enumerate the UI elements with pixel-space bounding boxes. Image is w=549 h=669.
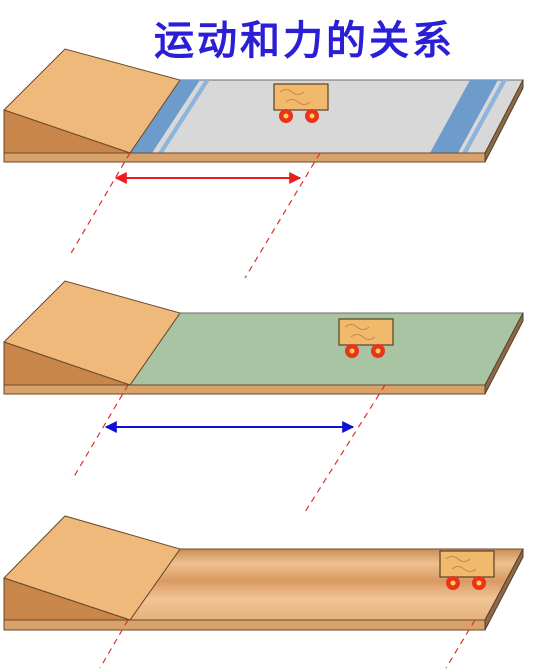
glass-stripe-left: [130, 80, 200, 153]
glass-stripe-right: [430, 80, 498, 153]
guide-line-end: [445, 619, 476, 669]
board-end-edge: [484, 312, 524, 395]
guide-line-start: [71, 384, 129, 481]
panel-cloth-surface: [3, 280, 524, 513]
board-end-edge: [484, 79, 524, 163]
ramp-side: [3, 577, 131, 621]
cart: [439, 550, 495, 590]
glass-stripe-right-thin: [462, 80, 507, 153]
board-top-cloth: [129, 312, 524, 386]
ramp-side: [3, 109, 131, 154]
board-front-edge: [3, 619, 486, 631]
ramp-side: [3, 341, 131, 386]
guide-line-start: [69, 152, 131, 256]
guide-line-end: [244, 152, 321, 279]
guide-line-start: [99, 619, 129, 669]
panel-glass-surface: [3, 48, 524, 279]
diagram-title: 运动和力的关系: [154, 18, 455, 64]
board-front-edge: [3, 152, 486, 163]
panel-wood-surface: [3, 515, 524, 669]
cart: [273, 83, 329, 123]
cart: [338, 318, 394, 358]
guide-line-end: [304, 384, 386, 513]
board-end-edge: [484, 548, 524, 631]
glass-stripe-left-thin: [158, 80, 210, 153]
board-front-edge: [3, 384, 486, 395]
